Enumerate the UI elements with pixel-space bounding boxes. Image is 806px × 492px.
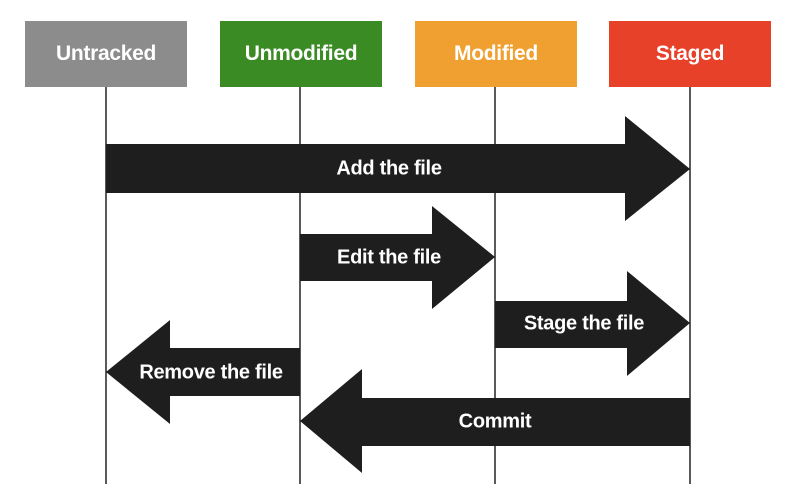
arrow-commit xyxy=(300,369,690,473)
label-commit: Commit xyxy=(458,410,532,433)
state-unmodified: Unmodified xyxy=(220,21,382,87)
label-edit-the-file: Edit the file xyxy=(337,246,441,269)
state-staged: Staged xyxy=(609,21,771,87)
state-untracked: Untracked xyxy=(25,21,187,87)
arrow-stage-the-file xyxy=(495,271,690,376)
label-stage-the-file: Stage the file xyxy=(523,312,645,335)
arrow-add-the-file xyxy=(106,116,690,221)
label-add-the-file: Add the file xyxy=(336,157,442,180)
label-remove-the-file: Remove the file xyxy=(139,361,283,384)
state-modified: Modified xyxy=(415,21,577,87)
arrow-edit-the-file xyxy=(300,206,495,309)
arrow-remove-the-file xyxy=(106,320,300,424)
